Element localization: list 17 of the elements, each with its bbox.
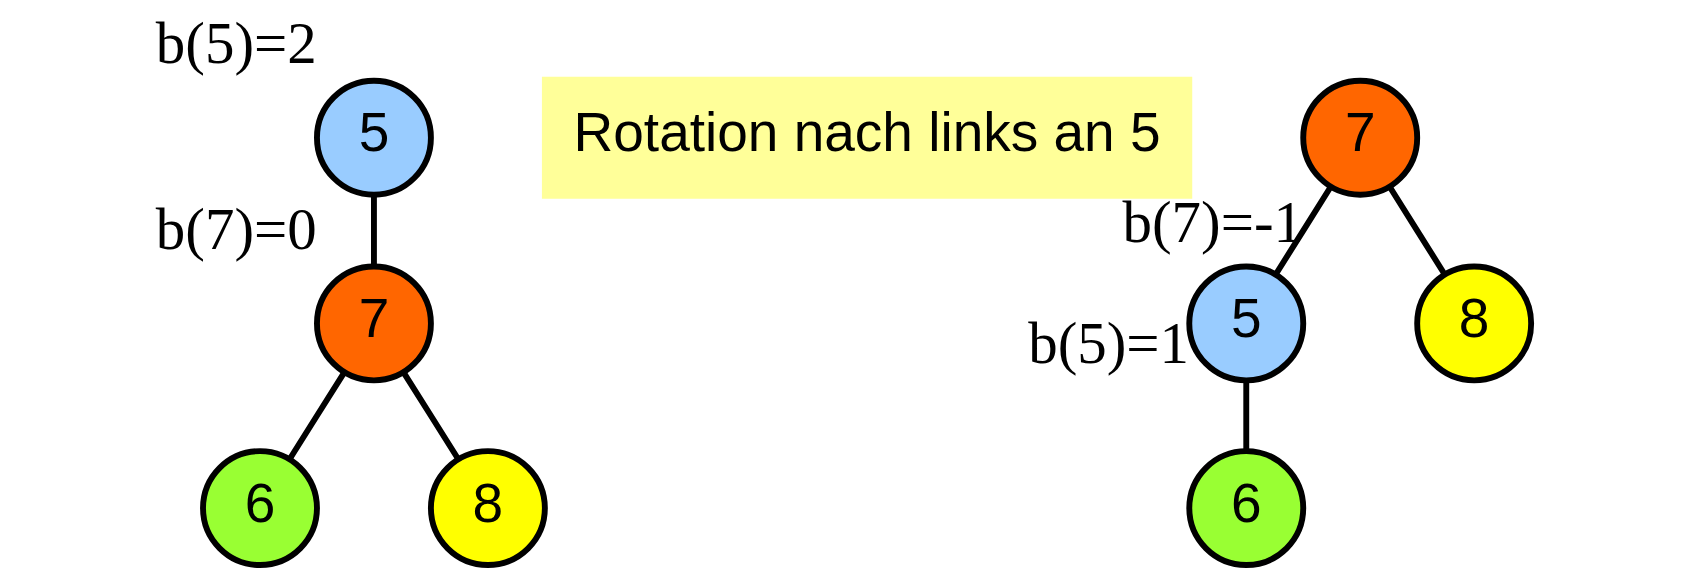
node-label: b(5)=2 (155, 10, 317, 77)
connector (286, 371, 346, 461)
connector (1387, 185, 1447, 276)
node-circle: 7 (313, 263, 434, 384)
node-circle: 7 (1299, 77, 1420, 198)
connector (1242, 380, 1249, 451)
node-circle: 5 (1185, 263, 1306, 384)
node-circle: 8 (427, 448, 548, 568)
node-circle: 6 (199, 448, 320, 568)
connector (370, 194, 377, 266)
node-box: Rotation nach links an 5 (541, 76, 1192, 199)
connector (1273, 185, 1333, 276)
node-label: b(7)=0 (155, 195, 317, 262)
node-circle: 5 (313, 77, 434, 198)
node-circle: 8 (1413, 263, 1534, 384)
node-circle: 6 (1185, 448, 1306, 568)
connector (400, 371, 461, 461)
